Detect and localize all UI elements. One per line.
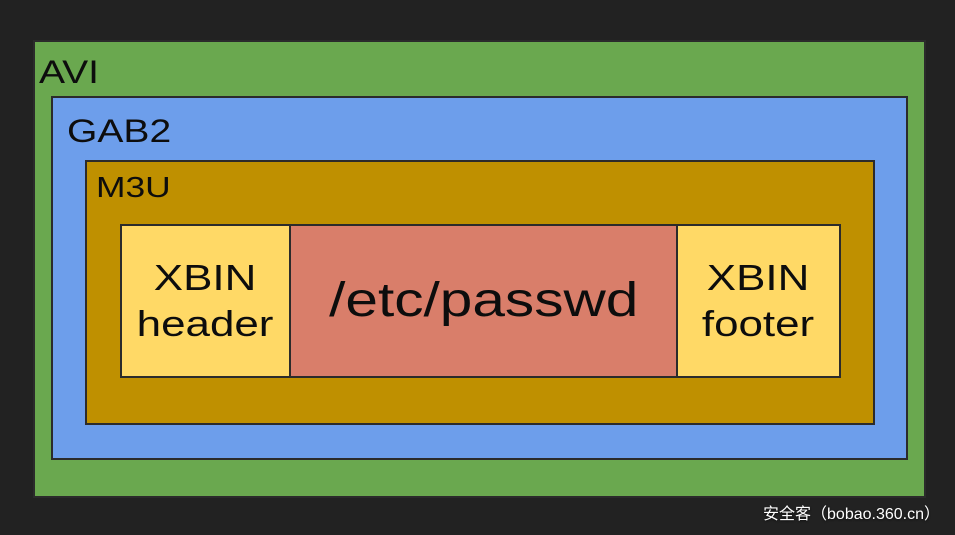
gab2-label: GAB2 xyxy=(67,113,172,149)
watermark: 安全客（bobao.360.cn） xyxy=(763,506,940,523)
xbin-footer-label: XBIN footer xyxy=(702,256,815,344)
payload-label: /etc/passwd xyxy=(328,274,639,328)
m3u-label: M3U xyxy=(96,172,171,204)
xbin-header-box: XBIN header xyxy=(120,224,291,378)
m3u-container-box: M3U XBIN header /etc/passwd XBIN footer xyxy=(85,160,875,425)
avi-container-box: AVI GAB2 M3U XBIN header /etc/passwd XBI… xyxy=(33,40,926,498)
payload-box: /etc/passwd xyxy=(291,224,676,378)
xbin-header-label: XBIN header xyxy=(137,256,274,344)
gab2-container-box: GAB2 M3U XBIN header /etc/passwd XBIN fo… xyxy=(51,96,908,460)
xbin-footer-box: XBIN footer xyxy=(676,224,841,378)
avi-label: AVI xyxy=(39,54,100,90)
